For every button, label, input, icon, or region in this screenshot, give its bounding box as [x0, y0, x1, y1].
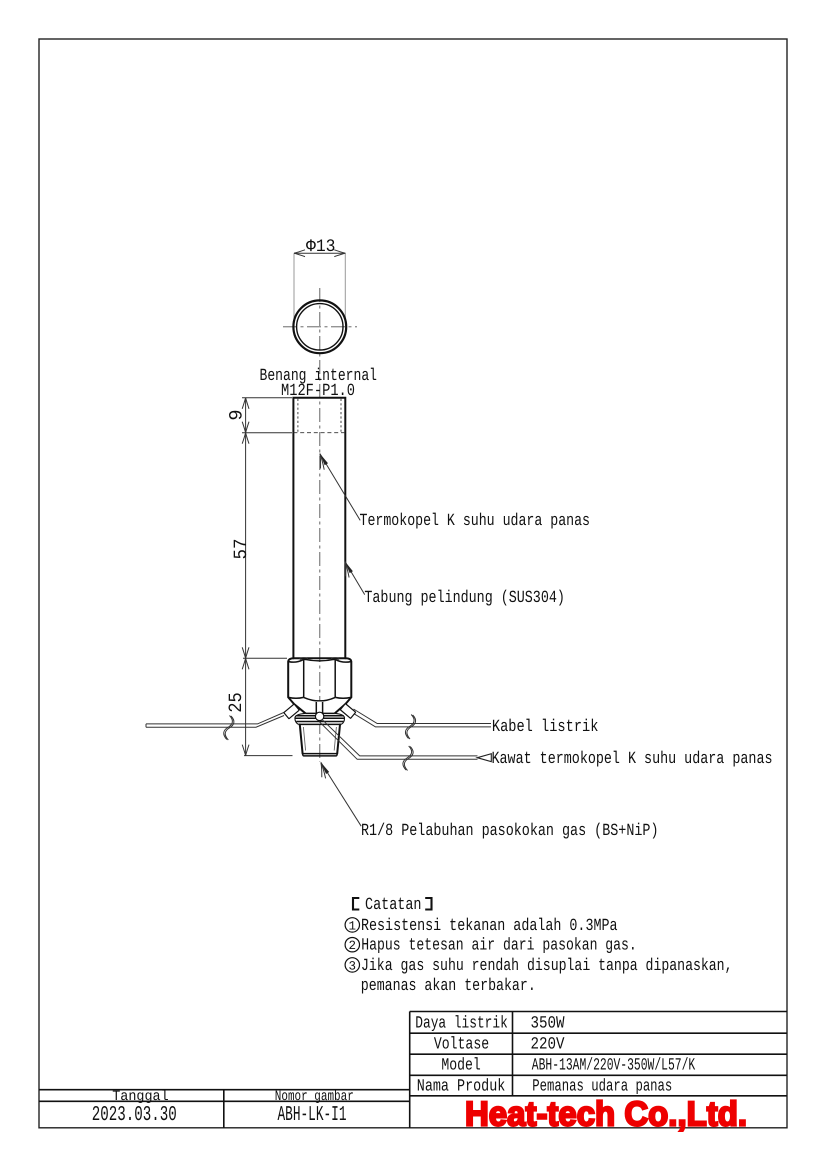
svg-text:Nomor gambar: Nomor gambar [275, 1089, 354, 1105]
svg-text:Pemanas udara panas: Pemanas udara panas [532, 1077, 672, 1096]
svg-text:pemanas akan terbakar.: pemanas akan terbakar. [361, 977, 536, 996]
svg-text:Model: Model [441, 1057, 480, 1076]
svg-text:Benang internal: Benang internal [260, 367, 378, 386]
svg-text:2: 2 [349, 939, 357, 953]
svg-text:Tabung pelindung (SUS304): Tabung pelindung (SUS304) [364, 589, 565, 608]
svg-text:Daya listrik: Daya listrik [415, 1015, 508, 1034]
svg-text:Φ13: Φ13 [306, 237, 336, 257]
svg-text:R1/8 Pelabuhan pasokokan gas (: R1/8 Pelabuhan pasokokan gas (BS+NiP) [361, 822, 659, 841]
svg-text:2023.03.30: 2023.03.30 [92, 1104, 177, 1127]
svg-text:57: 57 [230, 539, 252, 560]
svg-text:Hapus tetesan air dari pasokan: Hapus tetesan air dari pasokan gas. [361, 937, 637, 956]
svg-text:Heat-tech Co.,Ltd.: Heat-tech Co.,Ltd. [465, 1096, 747, 1134]
svg-text:220V: 220V [531, 1036, 566, 1055]
svg-text:Tanggal: Tanggal [112, 1089, 169, 1105]
svg-text:9: 9 [225, 409, 247, 420]
svg-text:Nama Produk: Nama Produk [417, 1077, 506, 1096]
svg-text:Kabel listrik: Kabel listrik [492, 718, 599, 737]
svg-text:Catatan: Catatan [365, 896, 422, 915]
svg-text:25: 25 [225, 692, 247, 713]
svg-text:3: 3 [349, 959, 357, 973]
svg-text:Kawat termokopel K suhu udara: Kawat termokopel K suhu udara panas [492, 750, 773, 769]
svg-text:Resistensi tekanan adalah 0.3M: Resistensi tekanan adalah 0.3MPa [361, 917, 618, 936]
svg-text:ABH-LK-I1: ABH-LK-I1 [278, 1104, 347, 1127]
svg-text:Jika gas suhu rendah disuplai: Jika gas suhu rendah disuplai tanpa dipa… [361, 957, 733, 976]
svg-text:350W: 350W [531, 1015, 566, 1034]
svg-text:ABH-13AM/220V-350W/L57/K: ABH-13AM/220V-350W/L57/K [532, 1057, 696, 1076]
svg-text:M12F-P1.0: M12F-P1.0 [281, 382, 355, 401]
svg-text:Termokopel K suhu udara panas: Termokopel K suhu udara panas [360, 512, 591, 531]
svg-text:Voltase: Voltase [434, 1036, 489, 1055]
svg-text:1: 1 [349, 919, 357, 933]
